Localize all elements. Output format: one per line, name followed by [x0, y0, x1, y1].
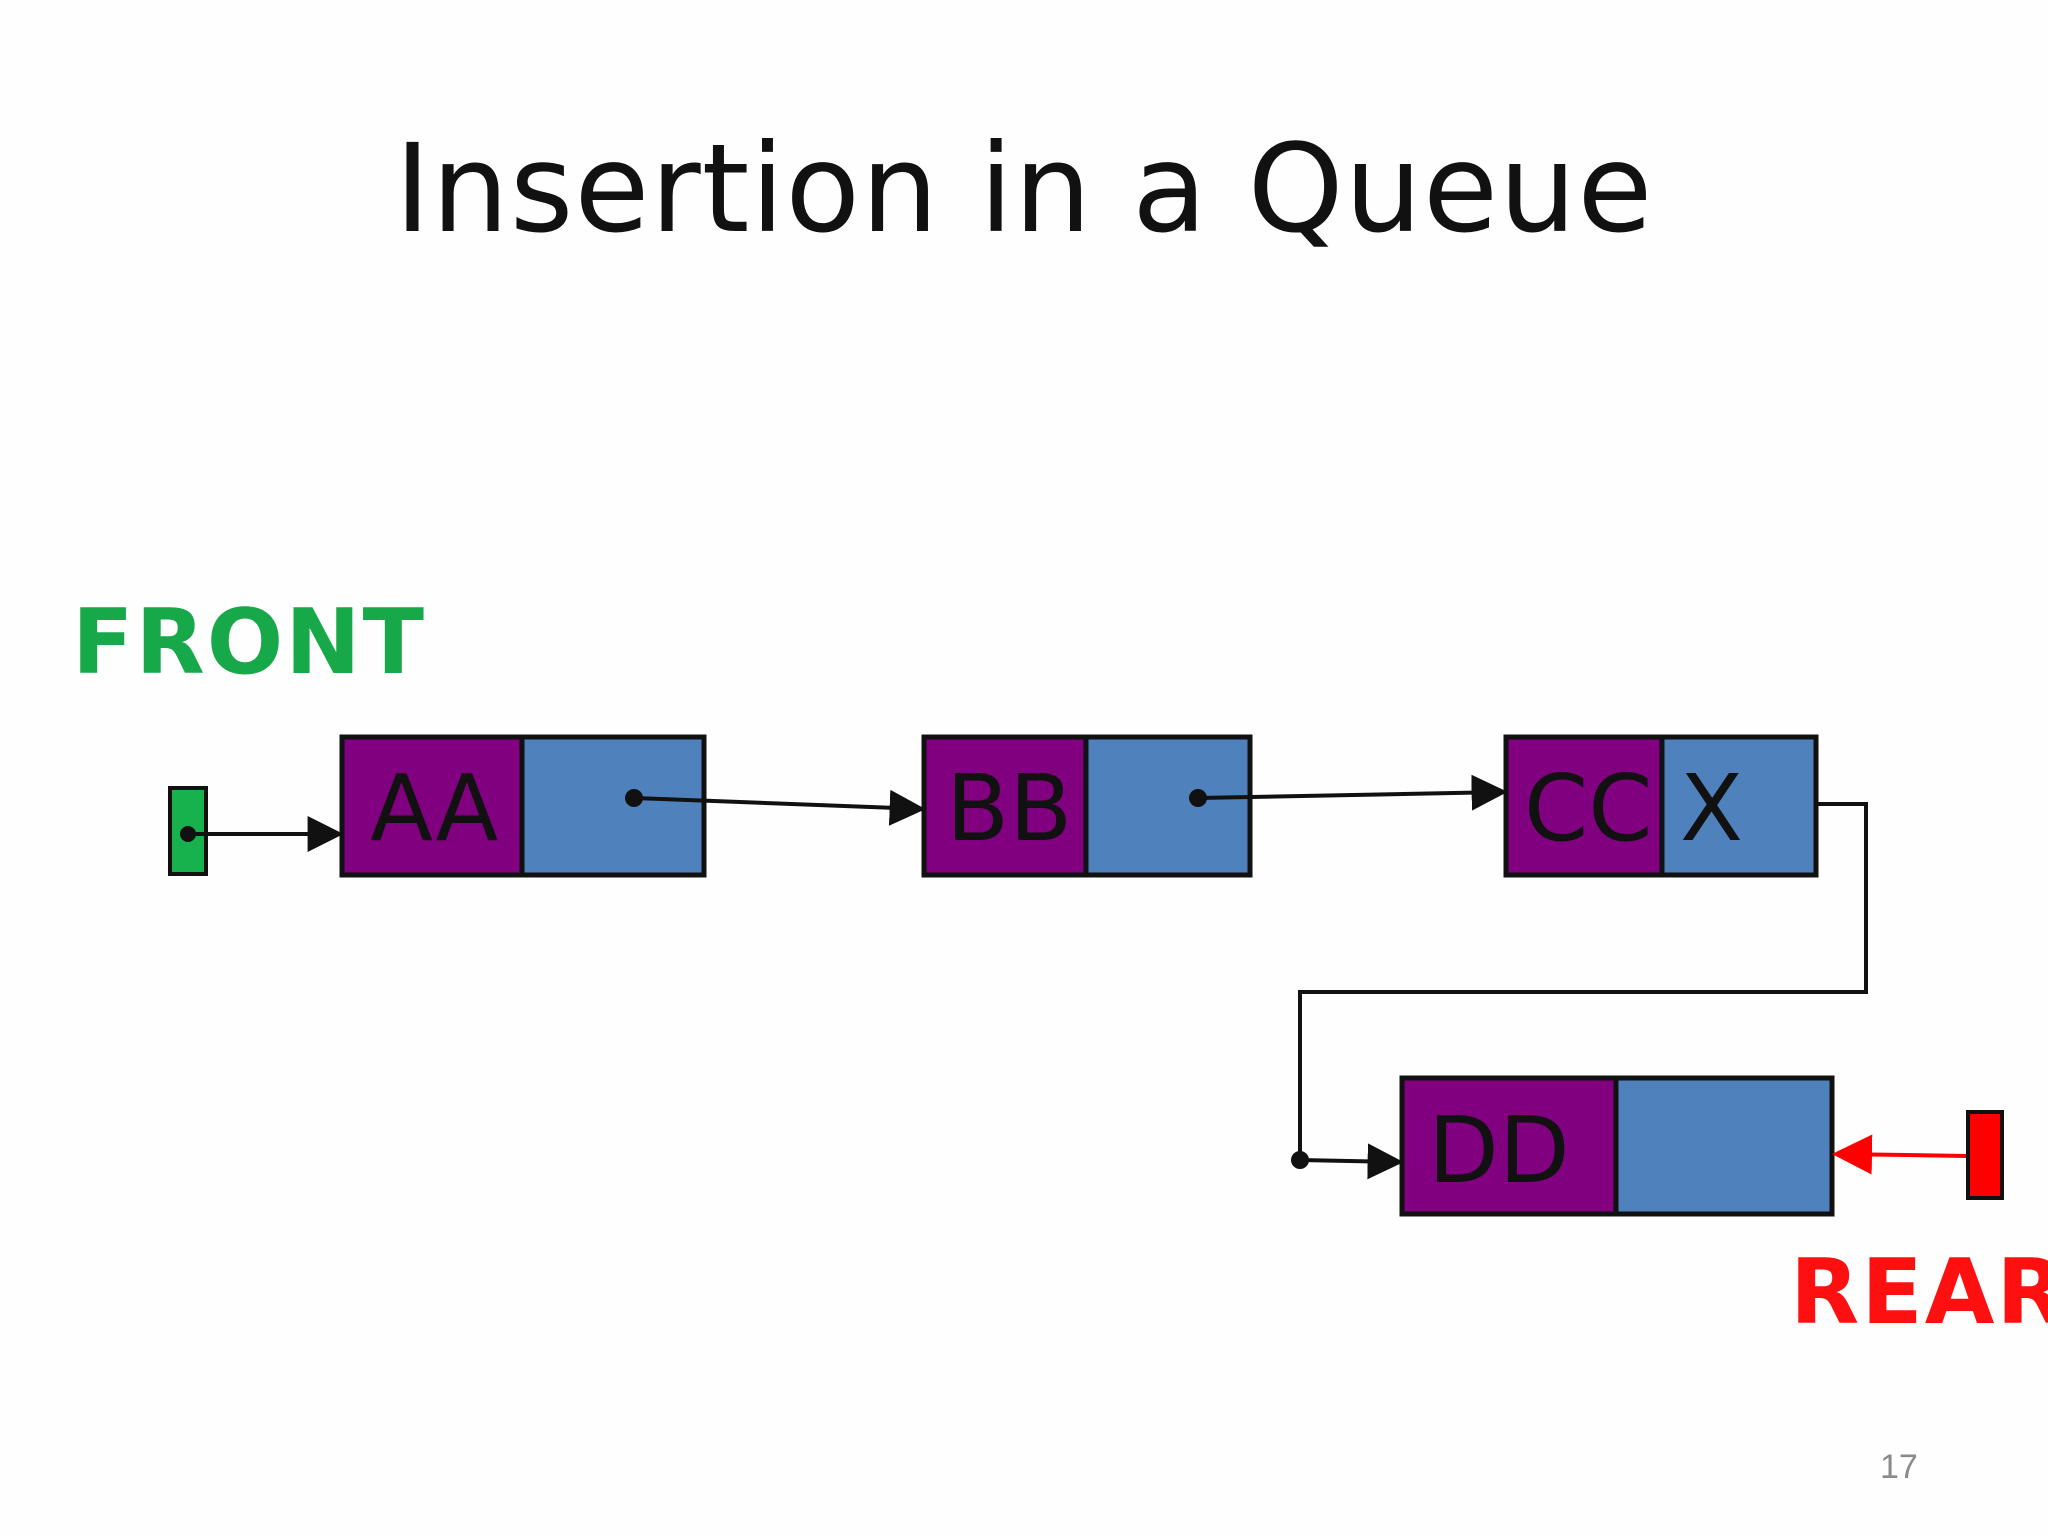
- node-dd-link-field: [1613, 1075, 1835, 1217]
- bb-to-cc-arrow: [1197, 774, 1508, 811]
- front-label: FRONT: [72, 590, 427, 695]
- aa-to-bb-arrow: [633, 789, 926, 826]
- rear-label: REAR: [1790, 1240, 2048, 1345]
- node-dd: DD: [1399, 1075, 1835, 1217]
- front-pointer-box: [168, 786, 208, 876]
- node-bb-data-text: BB: [946, 755, 1072, 862]
- node-cc-link-field: [1659, 734, 1819, 878]
- node-aa-data-field: [339, 734, 525, 878]
- rear-to-dd-arrow: [1832, 1134, 1969, 1175]
- cc-to-dd-connector: [1298, 802, 1868, 1158]
- node-bb-link-field: [1083, 734, 1253, 878]
- node-cc-next-text: X: [1680, 755, 1743, 862]
- dd-incoming-arrow: [1299, 1143, 1404, 1180]
- node-aa-data-text: AA: [370, 755, 498, 862]
- node-cc: CC X: [1503, 734, 1819, 878]
- node-aa-link-field: [519, 734, 707, 878]
- node-dd-data-text: DD: [1428, 1097, 1570, 1204]
- page-number: 17: [1880, 1448, 1918, 1486]
- node-bb: BB: [921, 734, 1253, 878]
- node-aa: AA: [339, 734, 707, 878]
- slide-title: Insertion in a Queue: [394, 118, 1654, 260]
- rear-pointer-box: [1966, 1110, 2004, 1200]
- node-cc-data-text: CC: [1524, 755, 1652, 862]
- node-bb-data-field: [921, 734, 1089, 878]
